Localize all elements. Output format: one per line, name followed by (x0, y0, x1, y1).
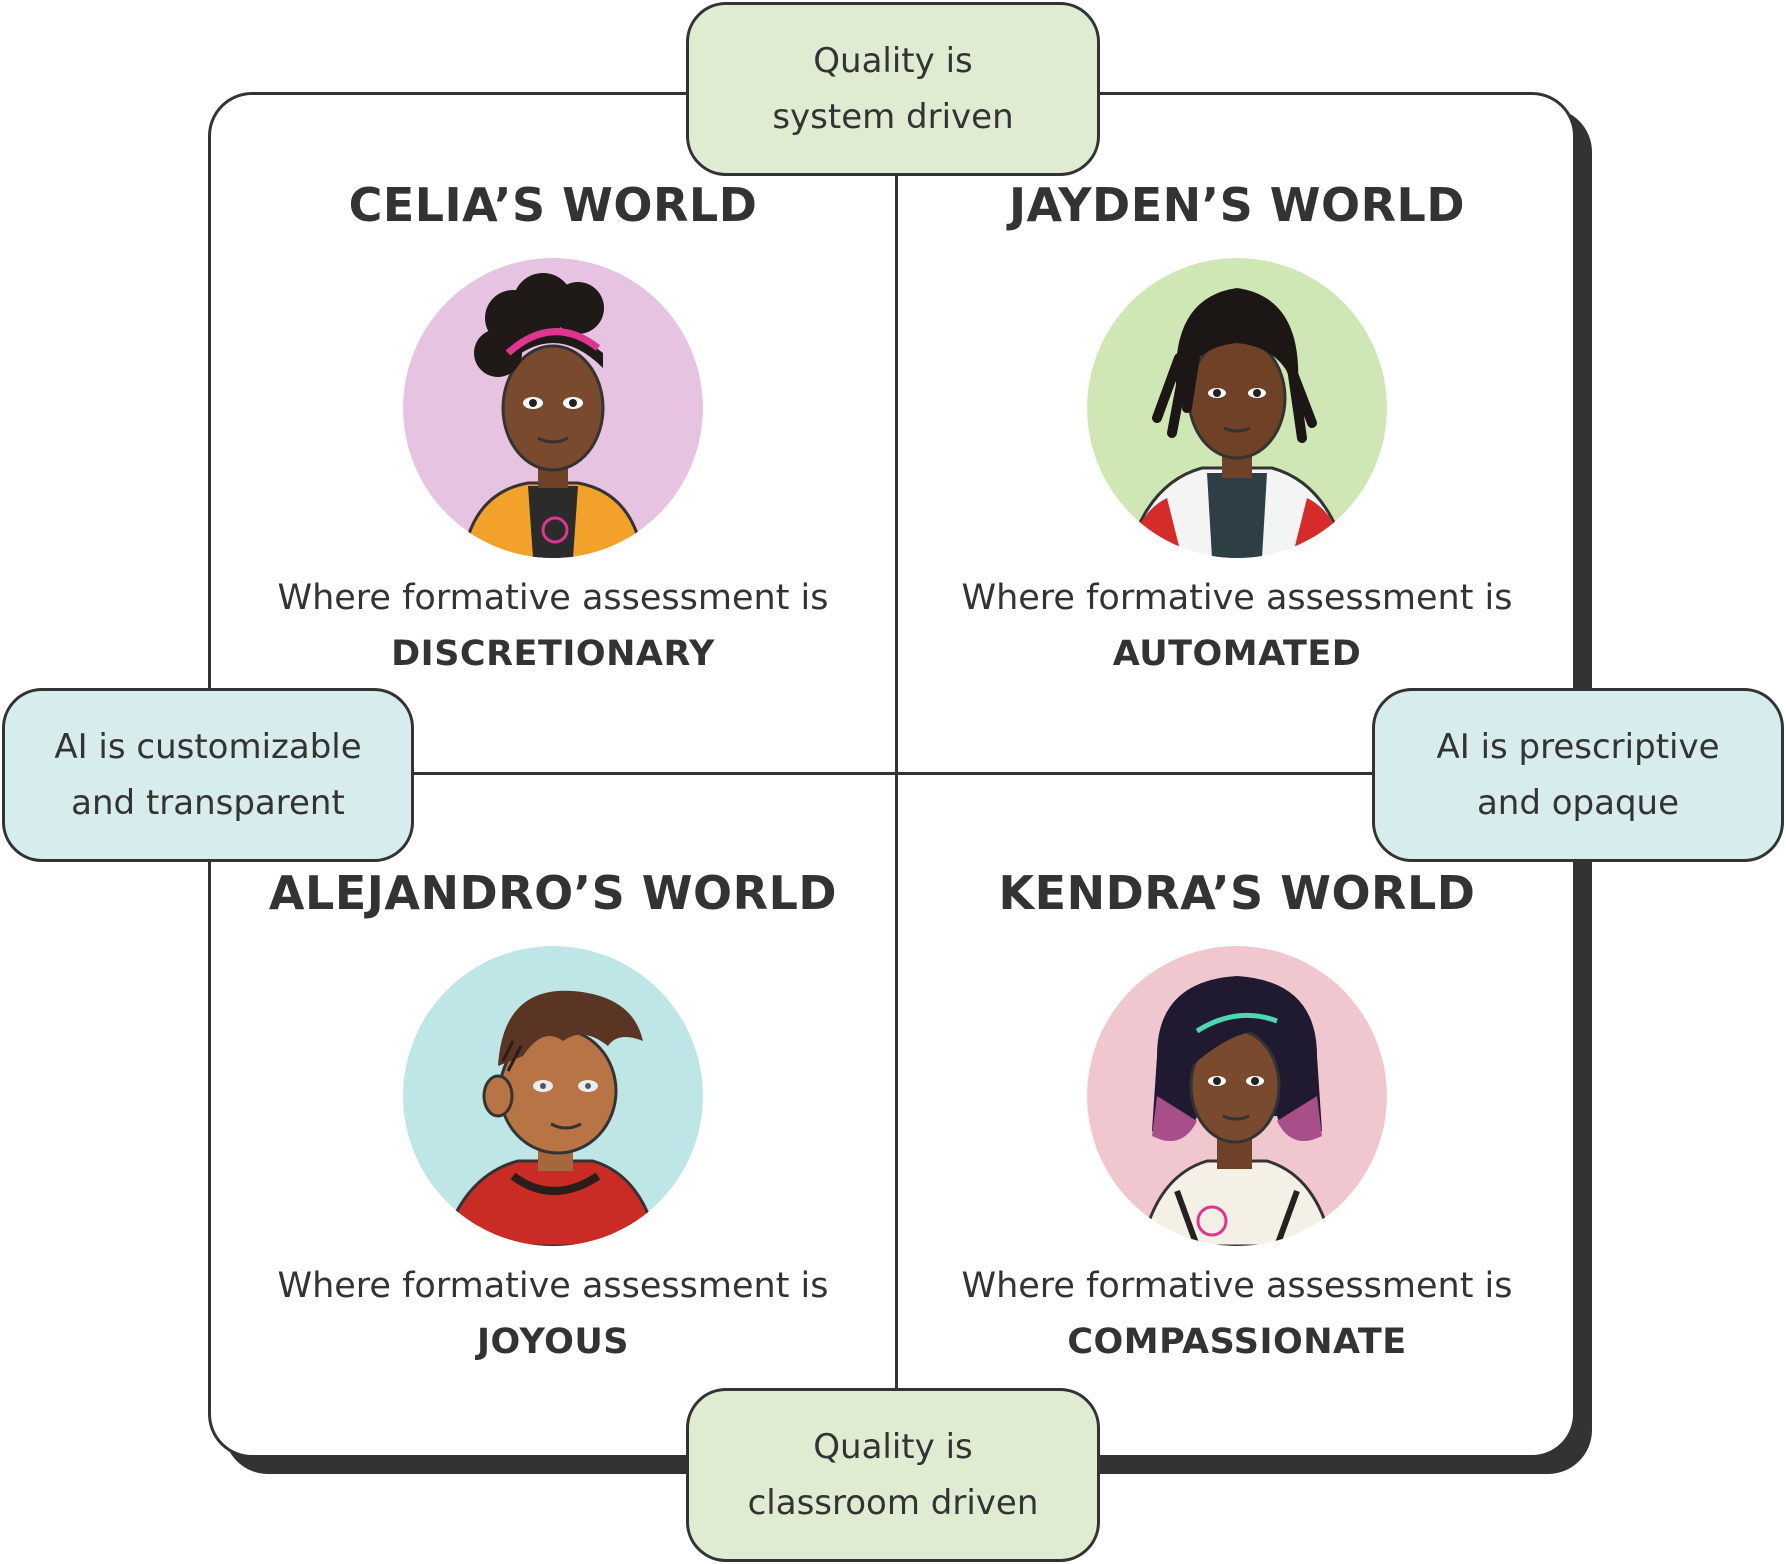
girl-curly-hair-portrait-icon (403, 258, 703, 558)
axis-label-bottom: Quality is classroom driven (686, 1388, 1100, 1562)
quadrant-subtitle: Where formative assessment is (961, 578, 1513, 618)
quadrant-kendra: KENDRA’S WORLD Where formative assessmen… (937, 866, 1537, 1426)
jayden-avatar (1087, 258, 1387, 558)
quadrant-title: JAYDEN’S WORLD (1008, 178, 1466, 232)
vertical-axis-line (895, 170, 898, 1390)
girl-bob-hair-portrait-icon (1087, 946, 1387, 1246)
axis-label-line: and opaque (1476, 783, 1680, 823)
quadrant-jayden: JAYDEN’S WORLD Where formative assessmen… (937, 178, 1537, 738)
celia-avatar (403, 258, 703, 558)
alejandro-avatar (403, 946, 703, 1246)
quadrant-title: ALEJANDRO’S WORLD (268, 866, 838, 920)
quadrant-alejandro: ALEJANDRO’S WORLD Where formative assess… (253, 866, 853, 1426)
axis-label-line: Quality is (813, 1427, 973, 1467)
axis-label-top: Quality is system driven (686, 2, 1100, 176)
axis-label-line: classroom driven (747, 1483, 1039, 1523)
kendra-avatar (1087, 946, 1387, 1246)
axis-label-line: system driven (772, 97, 1014, 137)
quadrant-value: JOYOUS (476, 1322, 629, 1362)
axis-label-left: AI is customizable and transparent (2, 688, 414, 862)
horizontal-axis-line (400, 772, 1380, 775)
quadrant-title: KENDRA’S WORLD (998, 866, 1476, 920)
axis-label-right: AI is prescriptive and opaque (1372, 688, 1784, 862)
quadrant-value: DISCRETIONARY (391, 634, 715, 674)
axis-label-line: AI is customizable (54, 727, 362, 767)
quadrant-value: AUTOMATED (1112, 634, 1362, 674)
axis-label-line: AI is prescriptive (1436, 727, 1720, 767)
quadrant-celia: CELIA’S WORLD Where formative assessment… (253, 178, 853, 738)
quadrant-subtitle: Where formative assessment is (961, 1266, 1513, 1306)
boy-side-cut-portrait-icon (403, 946, 703, 1246)
quadrant-subtitle: Where formative assessment is (277, 578, 829, 618)
quadrant-title: CELIA’S WORLD (348, 178, 758, 232)
axis-label-line: and transparent (71, 783, 345, 823)
axis-label-line: Quality is (813, 41, 973, 81)
boy-dreadlocks-portrait-icon (1087, 258, 1387, 558)
quadrant-subtitle: Where formative assessment is (277, 1266, 829, 1306)
quadrant-value: COMPASSIONATE (1067, 1322, 1407, 1362)
